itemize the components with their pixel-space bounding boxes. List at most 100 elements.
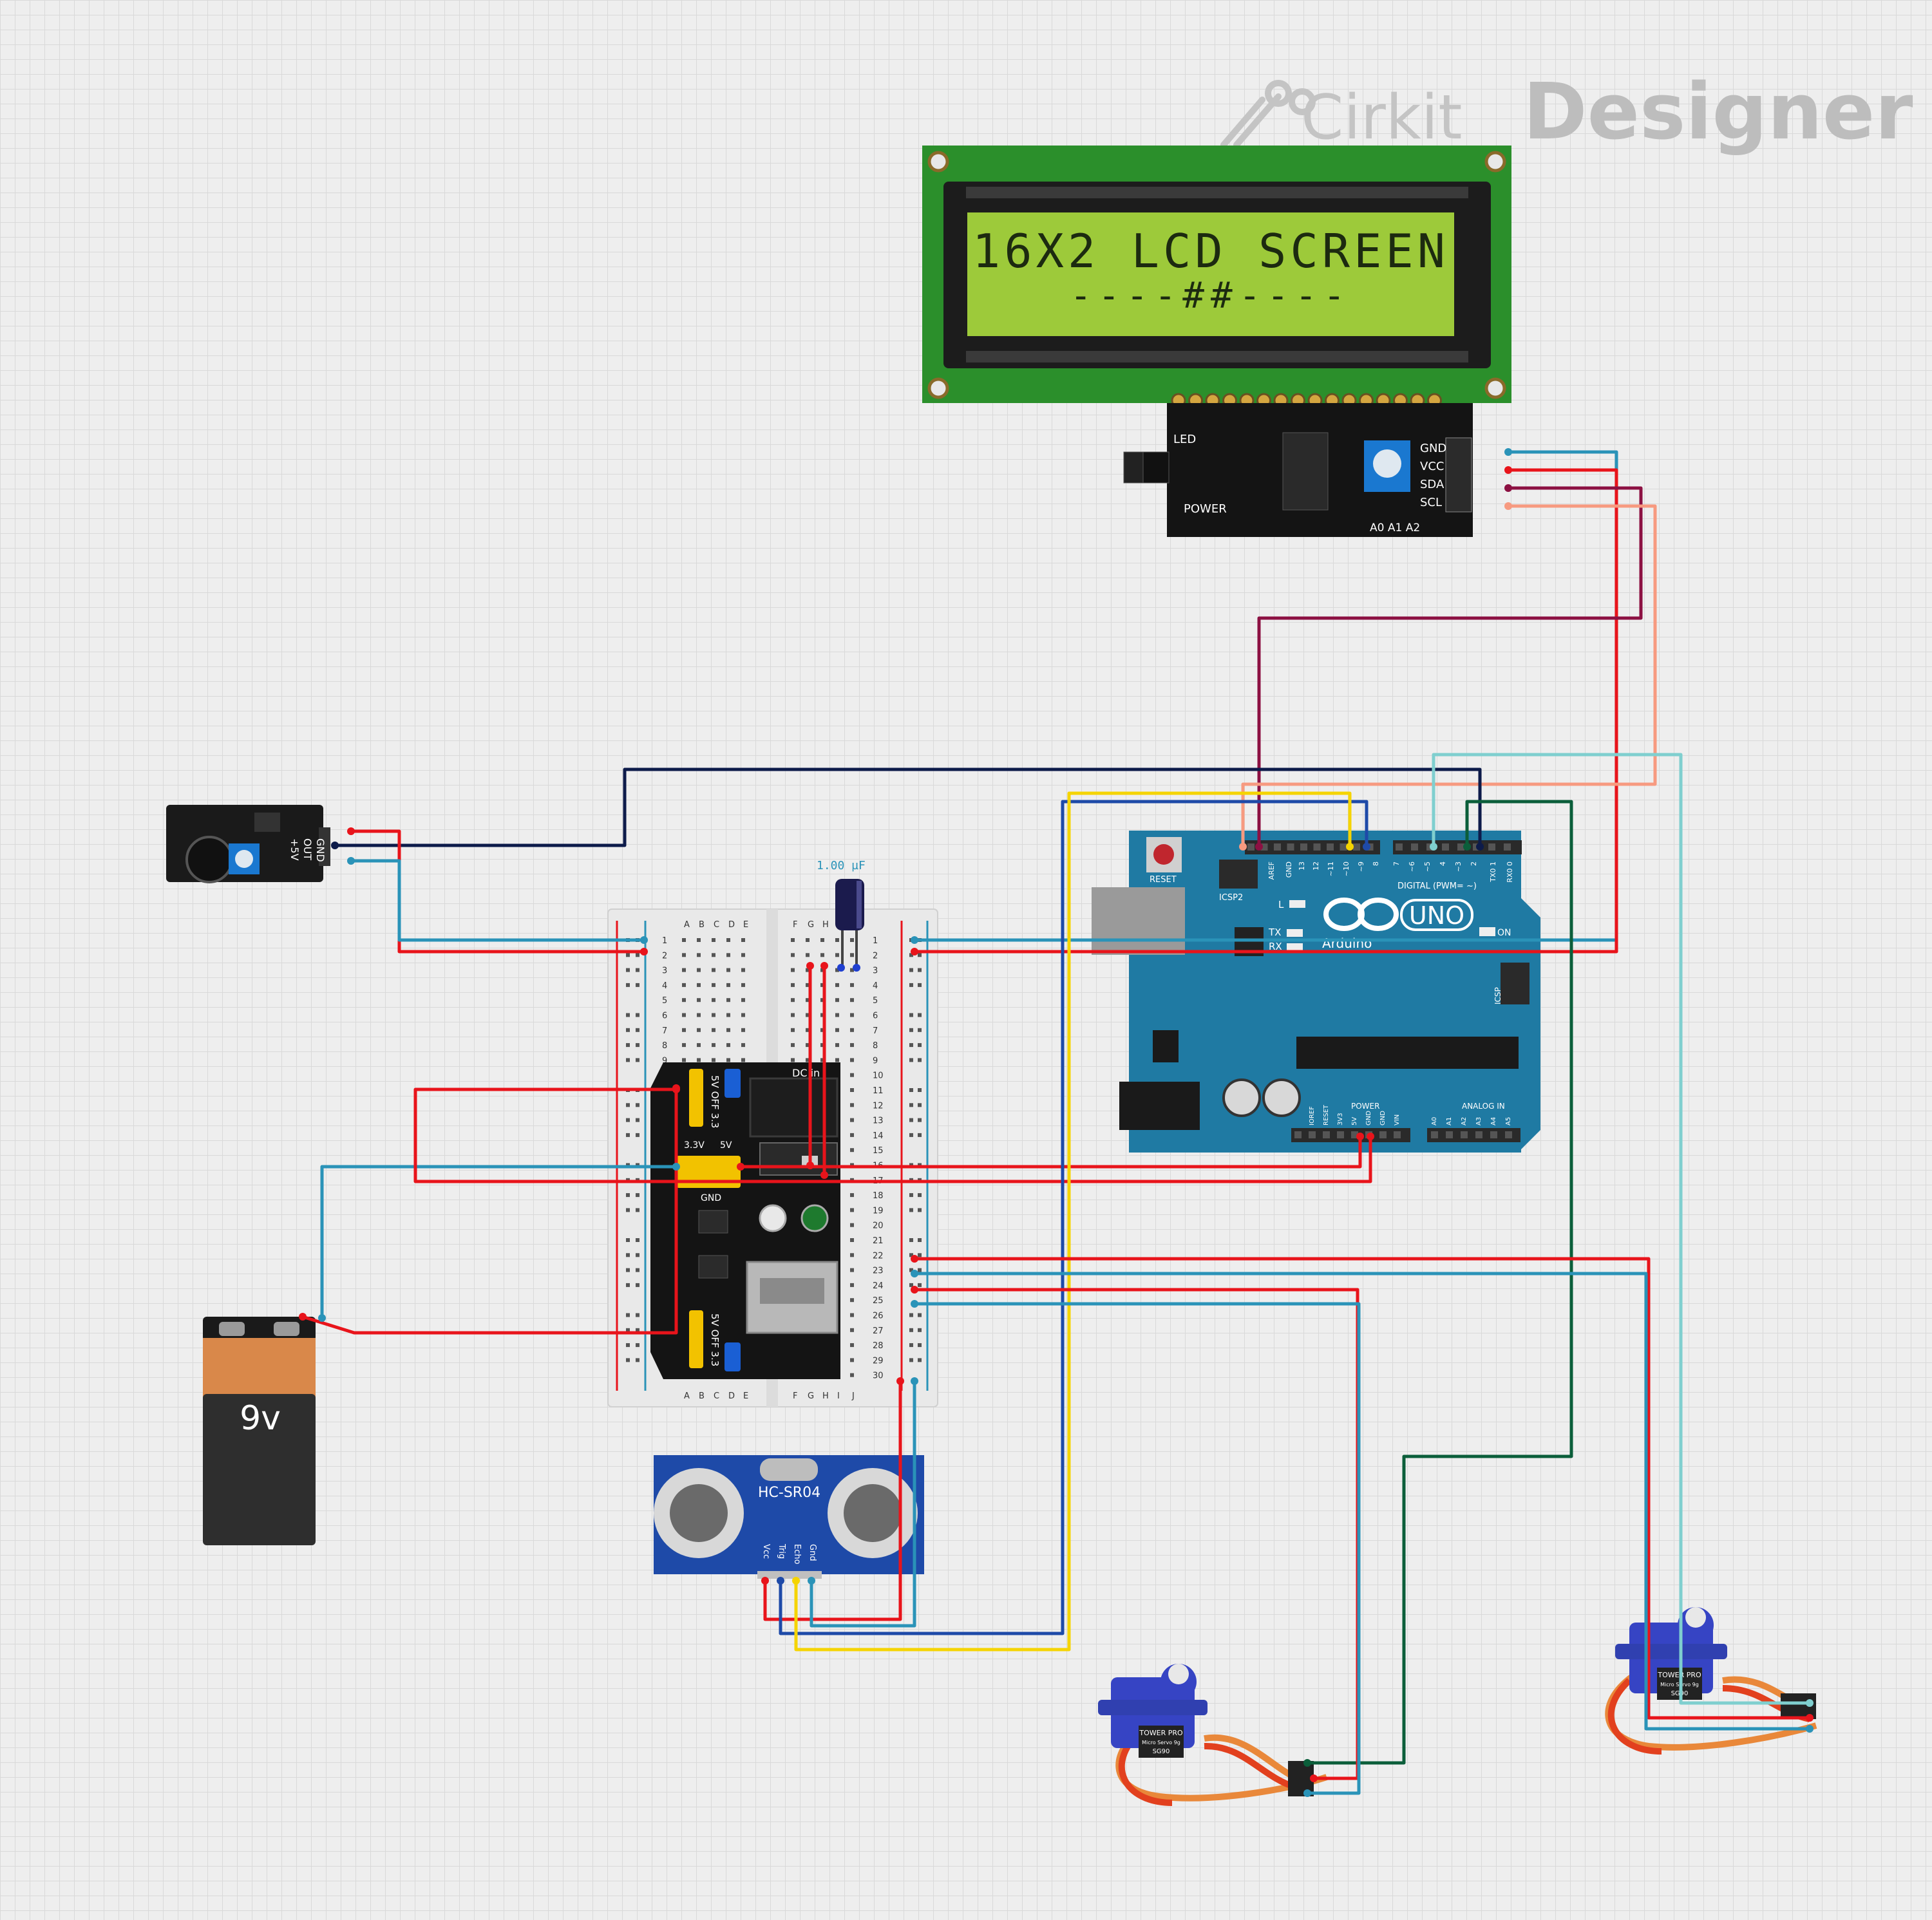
digital-pin[interactable] — [1488, 843, 1495, 851]
wire-arduino-5v[interactable] — [413, 1087, 1372, 1183]
digital-pin[interactable] — [1287, 843, 1294, 851]
wire-endpoint[interactable] — [896, 1377, 904, 1385]
breadboard-hole[interactable] — [682, 983, 686, 987]
wire-us-gnd[interactable] — [810, 1381, 916, 1628]
digital-pin[interactable] — [1353, 843, 1360, 851]
rail-hole[interactable] — [918, 983, 922, 987]
breadboard-hole[interactable] — [712, 998, 715, 1002]
arduino-reset-button[interactable] — [1153, 844, 1174, 865]
digital-pin[interactable] — [1313, 843, 1321, 851]
rail-hole[interactable] — [636, 1328, 639, 1332]
breadboard-hole[interactable] — [712, 1058, 715, 1062]
rail-hole[interactable] — [626, 1043, 630, 1048]
wire-endpoint[interactable] — [911, 1255, 918, 1263]
breadboard-hole[interactable] — [806, 998, 810, 1002]
breadboard-hole[interactable] — [712, 1043, 715, 1048]
digital-pin[interactable] — [1396, 843, 1403, 851]
breadboard-hole[interactable] — [835, 1043, 839, 1048]
wire-endpoint[interactable] — [1806, 1725, 1814, 1733]
power-pin[interactable] — [1379, 1131, 1387, 1138]
rail-hole[interactable] — [636, 953, 639, 957]
rail-hole[interactable] — [626, 1343, 630, 1348]
rail-hole[interactable] — [909, 1358, 913, 1362]
breadboard-hole[interactable] — [806, 1043, 810, 1048]
breadboard-hole[interactable] — [712, 968, 715, 972]
digital-pin[interactable] — [1300, 843, 1307, 851]
breadboard-hole[interactable] — [791, 1013, 795, 1017]
wire-endpoint[interactable] — [806, 962, 814, 970]
wire-endpoint[interactable] — [820, 962, 828, 970]
wire-endpoint[interactable] — [1430, 843, 1437, 851]
power-pin[interactable] — [1309, 1131, 1316, 1138]
digital-pin[interactable] — [1327, 843, 1334, 851]
rail-hole[interactable] — [626, 1058, 630, 1062]
wire-endpoint[interactable] — [347, 857, 355, 865]
breadboard-hole[interactable] — [697, 938, 701, 942]
rail-hole[interactable] — [918, 1028, 922, 1032]
wire-servo2-vcc[interactable] — [914, 1257, 1810, 1720]
wire-endpoint[interactable] — [1504, 448, 1512, 456]
wire-endpoint[interactable] — [640, 936, 648, 944]
rail-hole[interactable] — [636, 1118, 639, 1122]
wire-battery-negative[interactable] — [320, 1165, 676, 1318]
wire-mic-gnd[interactable] — [351, 859, 644, 942]
breadboard-hole[interactable] — [697, 1058, 701, 1062]
wire-endpoint[interactable] — [299, 1313, 307, 1321]
breadboard-hole[interactable] — [741, 938, 745, 942]
breadboard-hole[interactable] — [726, 938, 730, 942]
breadboard-hole[interactable] — [741, 998, 745, 1002]
rail-hole[interactable] — [909, 1058, 913, 1062]
analog-pin[interactable] — [1475, 1131, 1482, 1138]
breadboard-hole[interactable] — [850, 1088, 854, 1092]
wire-endpoint[interactable] — [672, 1163, 680, 1171]
digital-pin[interactable] — [1504, 843, 1511, 851]
wire-endpoint[interactable] — [1310, 1774, 1318, 1782]
wire-endpoint[interactable] — [1504, 484, 1512, 492]
wire-endpoint[interactable] — [1367, 1133, 1374, 1140]
wire-endpoint[interactable] — [820, 1171, 828, 1179]
breadboard-hole[interactable] — [741, 1043, 745, 1048]
wire-endpoint[interactable] — [911, 948, 918, 955]
digital-pin[interactable] — [1457, 843, 1464, 851]
breadboard-hole[interactable] — [697, 953, 701, 957]
digital-pin[interactable] — [1340, 843, 1347, 851]
rail-hole[interactable] — [626, 1028, 630, 1032]
wire-endpoint[interactable] — [1356, 1133, 1364, 1140]
wire-endpoint[interactable] — [911, 936, 918, 944]
breadboard-hole[interactable] — [806, 1058, 810, 1062]
rail-hole[interactable] — [909, 953, 913, 957]
breadboard-hole[interactable] — [791, 1028, 795, 1032]
breadboard-hole[interactable] — [820, 1043, 824, 1048]
rail-hole[interactable] — [918, 1043, 922, 1048]
wire-us-vcc[interactable] — [763, 1381, 902, 1621]
breadboard-hole[interactable] — [835, 1058, 839, 1062]
rail-hole[interactable] — [909, 1043, 913, 1048]
breadboard-hole[interactable] — [682, 1043, 686, 1048]
wire-endpoint[interactable] — [911, 1300, 918, 1308]
rail-hole[interactable] — [636, 1238, 639, 1242]
breadboard-hole[interactable] — [726, 1028, 730, 1032]
voltage-jumper-top[interactable] — [689, 1069, 703, 1127]
rail-hole[interactable] — [626, 1238, 630, 1242]
breadboard-hole[interactable] — [712, 1028, 715, 1032]
breadboard-hole[interactable] — [850, 983, 854, 987]
wire-endpoint[interactable] — [761, 1577, 769, 1585]
rail-hole[interactable] — [636, 1043, 639, 1048]
rail-hole[interactable] — [909, 1028, 913, 1032]
wire-servo2-signal[interactable] — [1432, 753, 1810, 1705]
rail-hole[interactable] — [909, 1193, 913, 1198]
digital-pin[interactable] — [1247, 843, 1255, 851]
breadboard-hole[interactable] — [741, 983, 745, 987]
wire-endpoint[interactable] — [672, 1086, 680, 1093]
breadboard-hole[interactable] — [791, 983, 795, 987]
breadboard-hole[interactable] — [835, 938, 839, 942]
breadboard-hole[interactable] — [726, 968, 730, 972]
breadboard-hole[interactable] — [806, 968, 810, 972]
electrolytic-capacitor[interactable]: 1.00 µF — [817, 859, 866, 972]
breadboard-hole[interactable] — [850, 1013, 854, 1017]
power-pin[interactable] — [1337, 1131, 1344, 1138]
breadboard-hole[interactable] — [697, 998, 701, 1002]
breadboard-hole[interactable] — [820, 938, 824, 942]
breadboard-hole[interactable] — [712, 938, 715, 942]
breadboard-hole[interactable] — [820, 998, 824, 1002]
